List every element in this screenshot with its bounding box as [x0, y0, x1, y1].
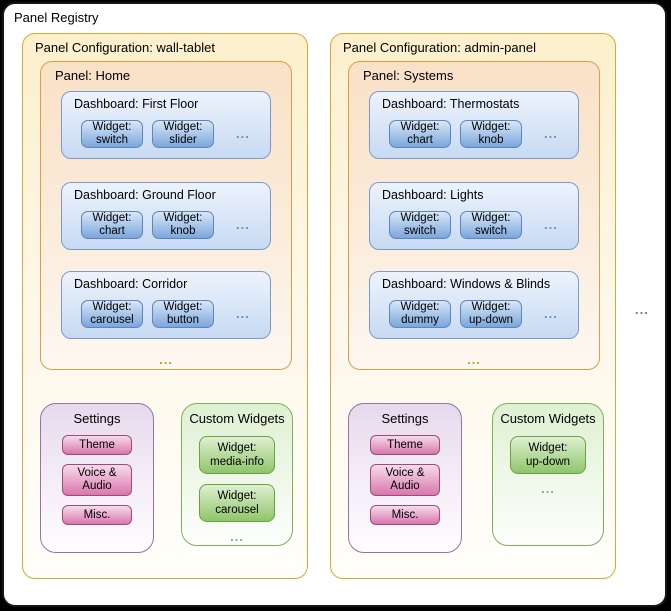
dashboard-title: Dashboard: First Floor	[74, 97, 199, 111]
more-custom-widgets-ellipsis: ...	[230, 529, 244, 544]
settings-voice-audio: Voice & Audio	[370, 464, 440, 496]
settings-group: Settings Theme Voice & Audio Misc.	[348, 403, 462, 553]
more-custom-widgets-ellipsis: ...	[541, 481, 555, 496]
widget-button: Widget: button	[152, 300, 214, 328]
dashboard-windows-blinds: Dashboard: Windows & Blinds Widget: dumm…	[369, 271, 579, 339]
dashboard-first-floor: Dashboard: First Floor Widget: switch Wi…	[61, 91, 271, 159]
settings-voice-audio: Voice & Audio	[62, 464, 132, 496]
panel-configuration-title: Panel Configuration: wall-tablet	[35, 40, 215, 55]
widget-chart: Widget: chart	[81, 211, 143, 239]
panel-title: Panel: Home	[55, 68, 131, 83]
dashboard-thermostats: Dashboard: Thermostats Widget: chart Wid…	[369, 91, 579, 159]
widget-row: Widget: switch Widget: slider ...	[81, 120, 250, 148]
widget-chart: Widget: chart	[389, 120, 451, 148]
panel-home: Panel: Home Dashboard: First Floor Widge…	[40, 61, 292, 370]
widget-switch: Widget: switch	[460, 211, 522, 239]
widget-knob: Widget: knob	[460, 120, 522, 148]
widget-up-down: Widget: up-down	[460, 300, 522, 328]
custom-widgets-group: Custom Widgets Widget: up-down ...	[492, 403, 604, 546]
widget-switch: Widget: switch	[81, 120, 143, 148]
dashboard-title: Dashboard: Corridor	[74, 277, 188, 291]
more-panel-configurations-ellipsis: ...	[635, 302, 649, 317]
dashboard-corridor: Dashboard: Corridor Widget: carousel Wid…	[61, 271, 271, 339]
more-widgets-ellipsis: ...	[544, 126, 558, 141]
widget-knob: Widget: knob	[152, 211, 214, 239]
settings-title: Settings	[73, 411, 121, 426]
more-widgets-ellipsis: ...	[236, 306, 250, 321]
panel-configuration-title: Panel Configuration: admin-panel	[343, 40, 536, 55]
settings-theme: Theme	[370, 435, 440, 455]
more-dashboards-ellipsis: ...	[159, 352, 173, 367]
widget-row: Widget: switch Widget: switch ...	[389, 211, 558, 239]
more-widgets-ellipsis: ...	[236, 126, 250, 141]
widget-slider: Widget: slider	[152, 120, 214, 148]
custom-widget-up-down: Widget: up-down	[510, 436, 586, 474]
widget-row: Widget: dummy Widget: up-down ...	[389, 300, 558, 328]
panel-configuration-admin-panel: Panel Configuration: admin-panel Panel: …	[330, 33, 616, 579]
dashboard-title: Dashboard: Lights	[382, 188, 484, 202]
widget-dummy: Widget: dummy	[389, 300, 451, 328]
widget-row: Widget: carousel Widget: button ...	[81, 300, 250, 328]
page-title: Panel Registry	[14, 10, 99, 25]
widget-row: Widget: chart Widget: knob ...	[81, 211, 250, 239]
dashboard-ground-floor: Dashboard: Ground Floor Widget: chart Wi…	[61, 182, 271, 250]
widget-row: Widget: chart Widget: knob ...	[389, 120, 558, 148]
panel-systems: Panel: Systems Dashboard: Thermostats Wi…	[348, 61, 600, 370]
more-widgets-ellipsis: ...	[544, 306, 558, 321]
custom-widgets-group: Custom Widgets Widget: media-info Widget…	[181, 403, 293, 546]
more-dashboards-ellipsis: ...	[467, 352, 481, 367]
custom-widget-media-info: Widget: media-info	[199, 436, 275, 474]
settings-misc: Misc.	[370, 505, 440, 525]
widget-switch: Widget: switch	[389, 211, 451, 239]
settings-misc: Misc.	[62, 505, 132, 525]
settings-theme: Theme	[62, 435, 132, 455]
dashboard-title: Dashboard: Thermostats	[382, 97, 520, 111]
settings-group: Settings Theme Voice & Audio Misc.	[40, 403, 154, 553]
widget-carousel: Widget: carousel	[81, 300, 143, 328]
dashboard-title: Dashboard: Ground Floor	[74, 188, 216, 202]
custom-widgets-title: Custom Widgets	[500, 411, 596, 426]
dashboard-title: Dashboard: Windows & Blinds	[382, 277, 551, 291]
custom-widgets-title: Custom Widgets	[189, 411, 285, 426]
settings-title: Settings	[381, 411, 429, 426]
more-widgets-ellipsis: ...	[236, 217, 250, 232]
more-widgets-ellipsis: ...	[544, 217, 558, 232]
custom-widget-carousel: Widget: carousel	[199, 484, 275, 522]
panel-configuration-wall-tablet: Panel Configuration: wall-tablet Panel: …	[22, 33, 308, 579]
dashboard-lights: Dashboard: Lights Widget: switch Widget:…	[369, 182, 579, 250]
panel-title: Panel: Systems	[363, 68, 454, 83]
